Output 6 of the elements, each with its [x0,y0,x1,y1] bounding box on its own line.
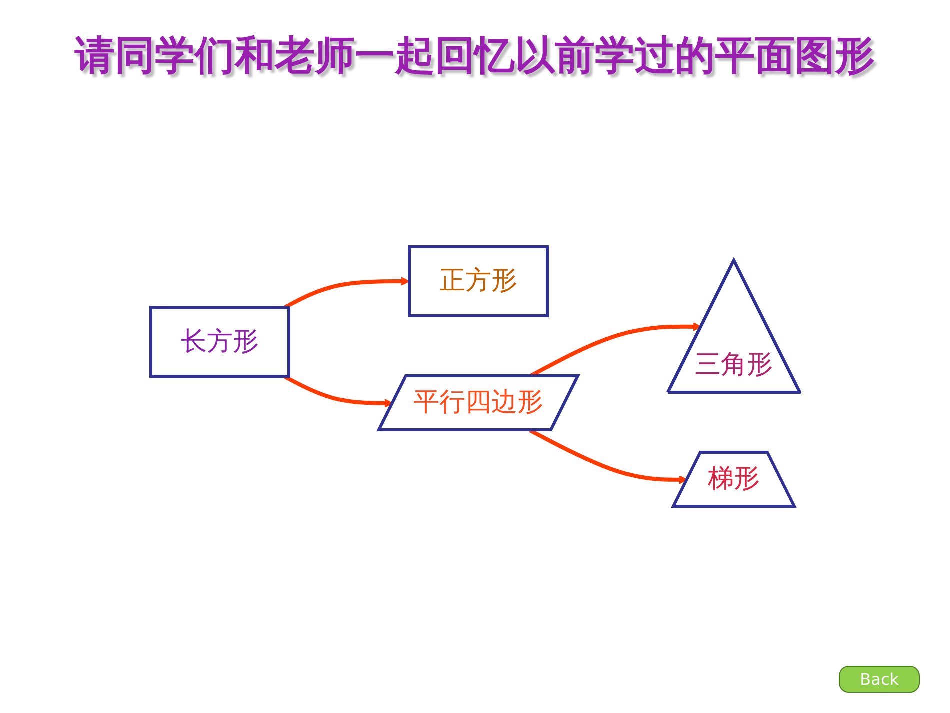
node-box: 正方形 [408,245,548,318]
node-box: 长方形 [149,306,290,378]
back-button: Back [839,666,920,693]
title: 请同学们和老师一起回忆以前学过的平面图形 [74,32,876,81]
arrow [283,276,410,310]
arrow [283,374,393,408]
